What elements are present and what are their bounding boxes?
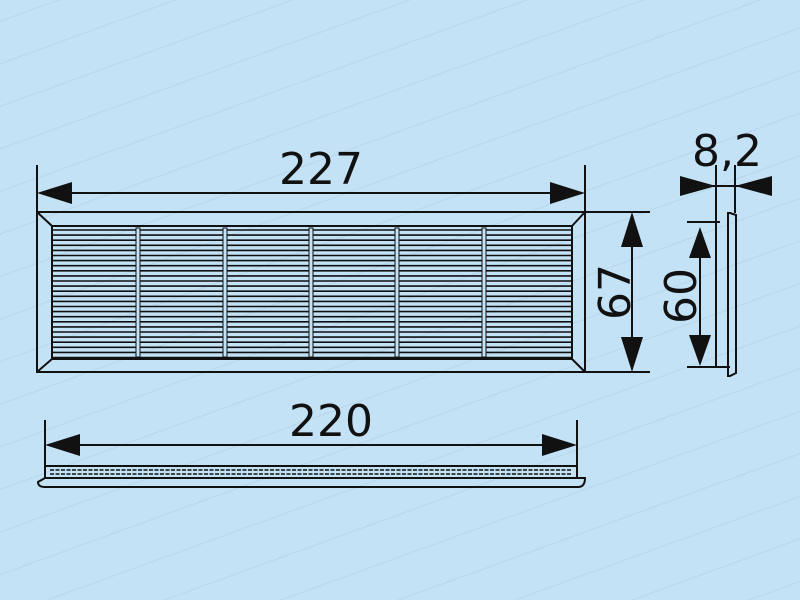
height-dimension-67 xyxy=(585,211,650,373)
grille-divider xyxy=(394,227,400,358)
grille-divider xyxy=(222,227,228,358)
width-label: 227 xyxy=(279,144,363,195)
grille-divider xyxy=(135,227,141,358)
bottom-width-label: 220 xyxy=(289,396,373,447)
side-height-label: 60 xyxy=(656,268,707,324)
grille-divider xyxy=(481,227,487,358)
front-view xyxy=(36,211,586,373)
arrowheads-bottom xyxy=(45,434,577,456)
arrowheads-side xyxy=(680,176,772,366)
height-label: 67 xyxy=(590,264,641,320)
width-dimension-227 xyxy=(36,165,586,212)
grille-divider xyxy=(308,227,314,358)
depth-label: 8,2 xyxy=(692,126,762,177)
bottom-view xyxy=(36,420,587,488)
